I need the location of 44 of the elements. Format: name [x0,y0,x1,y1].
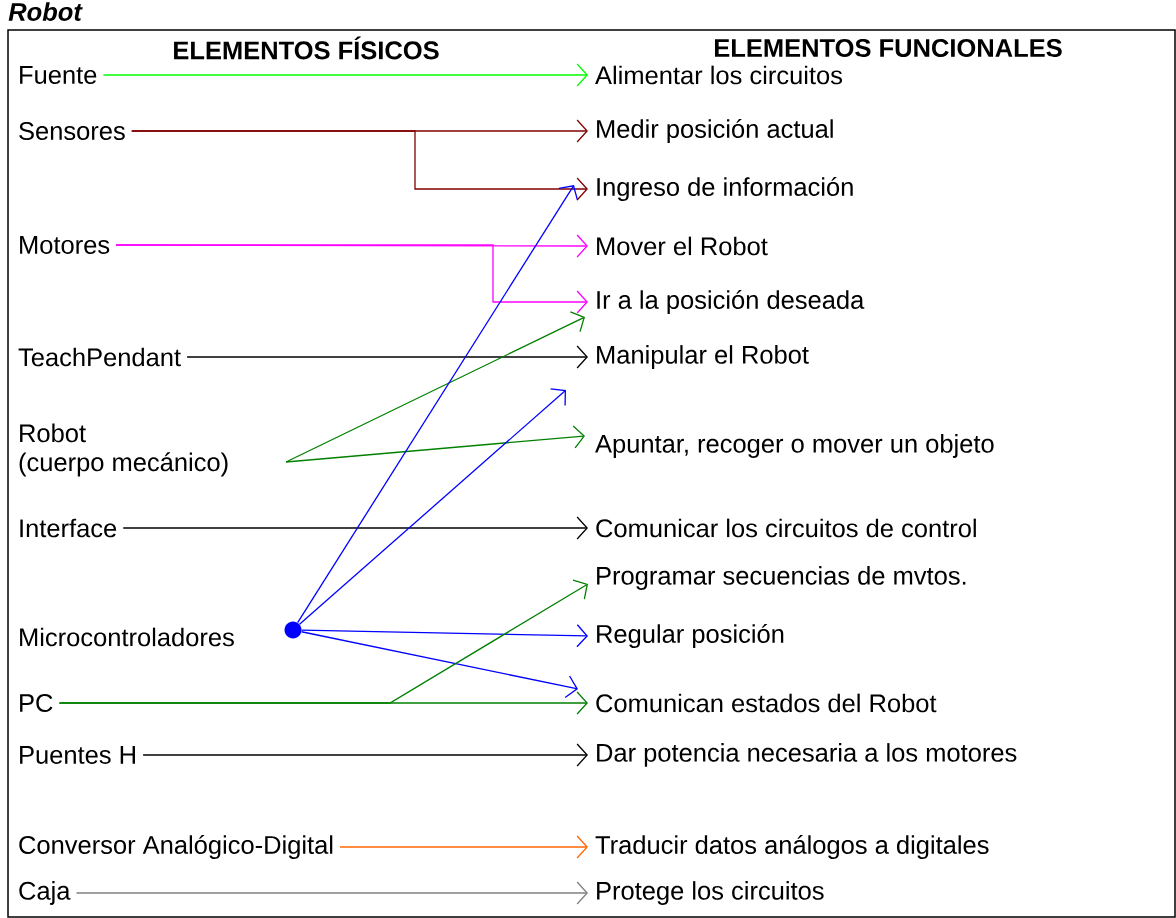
arrow [186,345,588,369]
function-label: Regular posición [597,623,784,648]
function-label: Mover el Robot [597,236,768,256]
function-label: Dar potencia necesaria a los motores [597,743,1017,767]
arrow [300,631,578,699]
function-label: Ingreso de información [597,176,853,202]
element-label: Fuente [20,66,97,84]
function-label: Comunican estados del Robot [596,693,937,713]
function-label: Apuntar, recoger o mover un objeto [595,434,994,458]
function-label: Comunicar los circuitos de control [596,518,976,538]
element-label: TeachPendant [18,347,181,367]
element-label: Puentes H [20,746,135,764]
arrow [339,835,588,859]
arrow [142,743,588,767]
element-label: Sensores [19,122,125,141]
junction-dot [284,621,302,639]
column-heading: ELEMENTOS FÍSICOS [174,36,439,60]
function-label: Medir posición actual [597,118,833,144]
column-heading: ELEMENTOS FUNCIONALES [715,39,1062,58]
element-label: PC [20,693,53,713]
arrow [115,244,588,314]
arrow [75,881,588,905]
function-label: Traducir datos análogos a digitales [595,834,989,859]
element-label: Microcontroladores [20,627,234,647]
arrow [285,425,585,463]
arrow [298,388,566,625]
arrow [297,185,579,624]
element-label: Robot (cuerpo mecánico) [19,423,228,477]
element-label: Motores [20,236,110,254]
arrow [285,311,585,463]
arrow [58,579,588,704]
element-label: Caja [19,881,71,905]
element-label: Conversor Analógico-Digital [19,834,333,859]
title: Robot [8,2,83,21]
function-label: Alimentar los circuitos [595,65,842,85]
function-label: Programar secuencias de mvtos. [597,566,966,590]
function-label: Manipular el Robot [597,345,809,369]
arrow [131,130,588,201]
function-label: Ir a la posición deseada [597,289,865,315]
arrow [301,624,588,648]
arrow [122,516,588,540]
element-label: Interface [20,518,117,538]
function-label: Protege los circuitos [597,881,824,905]
arrow [102,63,588,87]
